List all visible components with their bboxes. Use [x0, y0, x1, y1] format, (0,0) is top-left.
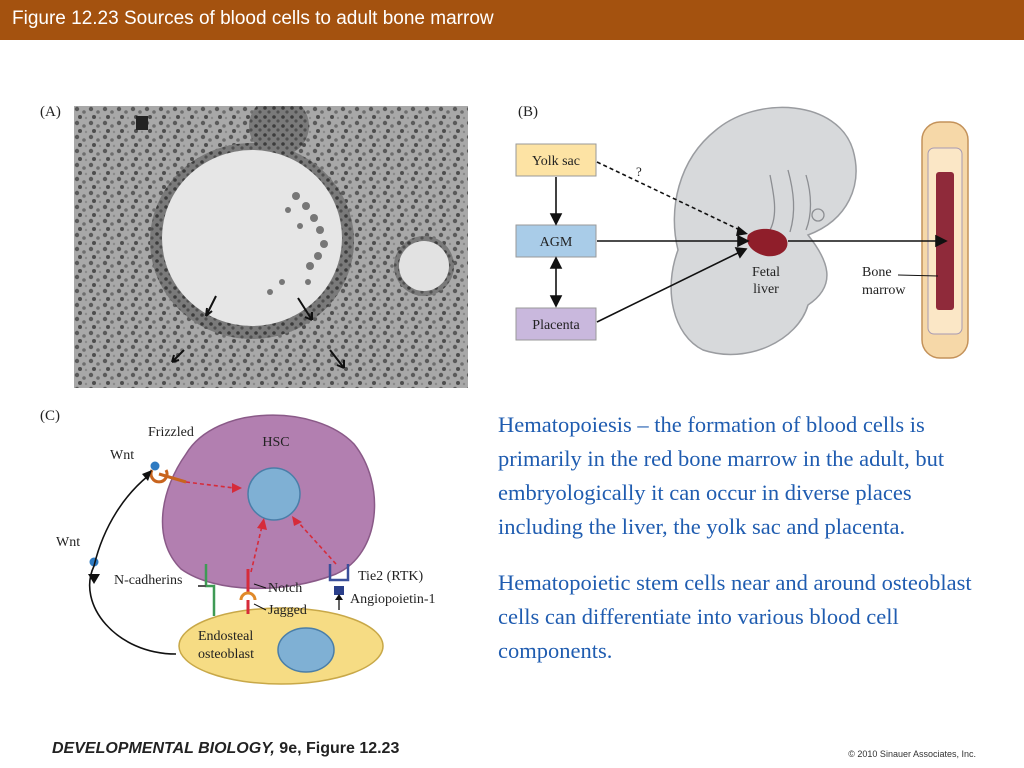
jagged-ligand — [239, 591, 257, 601]
yolk-sac-box — [515, 143, 597, 177]
jagged-label: Jagged — [268, 603, 307, 618]
paragraph-stem-cells: Hematopoietic stem cells near and around… — [498, 570, 972, 663]
copyright: © 2010 Sinauer Associates, Inc. — [848, 749, 976, 759]
angiopoietin-label: Angiopoietin-1 — [350, 592, 436, 607]
agm-label: AGM — [540, 235, 573, 250]
placenta-box — [515, 307, 597, 341]
panel-c-label: (C) — [40, 408, 60, 424]
n-cadherins-label: N-cadherins — [114, 573, 182, 588]
dashed-arrow — [596, 161, 743, 232]
bone-marrow-label-1: Bone — [862, 265, 892, 280]
tie2-receptor — [328, 564, 350, 582]
title-bar: Figure 12.23 Sources of blood cells to a… — [0, 0, 1024, 40]
footer-citation: DEVELOPMENTAL BIOLOGY, 9e, Figure 12.23 — [52, 740, 399, 758]
fetal-liver-label-2: liver — [753, 282, 779, 297]
agm-box — [515, 224, 597, 258]
yolk-sac-label: Yolk sac — [532, 154, 580, 169]
osteoblast-label-1: Endosteal — [198, 629, 253, 644]
osteoblast-nucleus — [277, 627, 335, 673]
fetal-liver-shape — [747, 228, 788, 257]
panel-a-label: (A) — [40, 104, 61, 120]
frizzled-label: Frizzled — [148, 425, 194, 440]
placenta-label: Placenta — [532, 318, 580, 333]
bone-marrow-label-2: marrow — [862, 283, 906, 298]
panel-c-diagram: HSC Endosteal osteoblast Frizzled Wnt Wn… — [56, 414, 436, 685]
wnt-ligand-top — [150, 461, 160, 471]
n-cadherin-junction — [204, 564, 216, 616]
panel-b-label: (B) — [518, 104, 538, 120]
osteoblast-label-2: osteoblast — [198, 647, 254, 662]
slide-title: Figure 12.23 Sources of blood cells to a… — [12, 8, 494, 29]
wnt-label-top: Wnt — [110, 448, 134, 463]
book-title: DEVELOPMENTAL BIOLOGY, — [52, 740, 275, 757]
hsc-label: HSC — [262, 435, 289, 450]
micrograph-image — [74, 106, 468, 388]
notch-label: Notch — [268, 581, 302, 596]
figure-reference: 9e, Figure 12.23 — [274, 740, 400, 757]
wnt-label-left: Wnt — [56, 535, 80, 550]
angiopoietin-ligand — [334, 586, 344, 595]
frizzled-receptor — [149, 469, 169, 484]
panel-b-diagram: Yolk sac AGM Placenta ? Fetal liver Bone… — [515, 106, 969, 359]
hsc-nucleus — [247, 467, 301, 521]
question-mark: ? — [636, 164, 642, 179]
tie2-label: Tie2 (RTK) — [358, 569, 423, 584]
body-text: Hematopoiesis – the formation of blood c… — [498, 408, 998, 690]
paragraph-hematopoiesis: Hematopoiesis – the formation of blood c… — [498, 412, 945, 539]
fetal-liver-label-1: Fetal — [752, 265, 780, 280]
